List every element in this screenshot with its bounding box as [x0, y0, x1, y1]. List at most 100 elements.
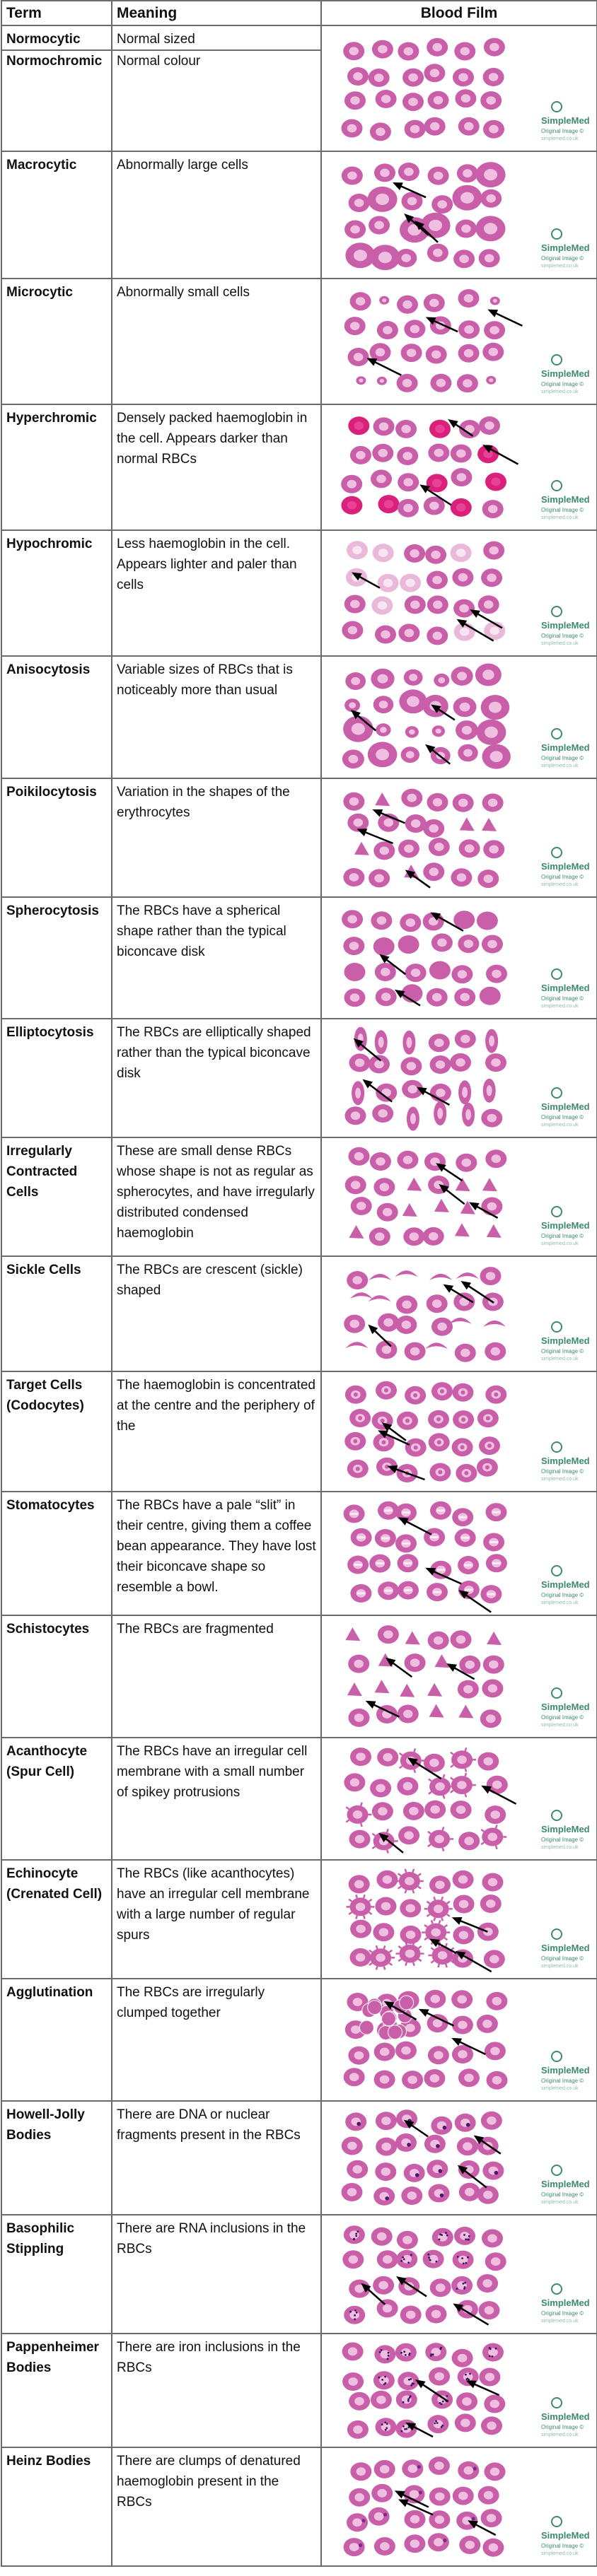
term-label: Poikilocytosis: [6, 785, 97, 800]
svg-text:simplemed.co.uk: simplemed.co.uk: [541, 1241, 579, 1246]
arrow-icon: [436, 1163, 463, 1182]
term-label: Sickle Cells: [6, 1263, 81, 1277]
svg-text:SimpleMed: SimpleMed: [541, 2179, 590, 2189]
term-cell: Macrocytic: [1, 151, 112, 279]
meaning-text: The RBCs are fragmented: [117, 1622, 274, 1637]
term-cell: Echinocyte (Crenated Cell): [1, 1859, 112, 1979]
svg-text:SimpleMed: SimpleMed: [541, 2297, 590, 2308]
arrow-icon: [443, 1284, 474, 1304]
svg-text:SimpleMed: SimpleMed: [541, 1702, 590, 1712]
meaning-cell: Abnormally large cells: [111, 151, 322, 279]
arrow-icon: [429, 1938, 457, 1955]
svg-text:Original Image ©: Original Image ©: [541, 2310, 584, 2317]
term-cell: Stomatocytes: [1, 1491, 112, 1616]
term-label: Hypochromic: [6, 537, 93, 551]
svg-text:simplemed.co.uk: simplemed.co.uk: [541, 2086, 579, 2091]
header-row: Term Meaning Blood Film: [1, 0, 597, 26]
arrow-icon: [460, 1280, 494, 1304]
term-cell: Poikilocytosis: [1, 778, 112, 898]
arrow-icon: [350, 710, 377, 732]
meaning-cell: The RBCs are irregularly clumped togethe…: [111, 1978, 322, 2102]
meaning-cell: The haemoglobin is concentrated at the c…: [111, 1371, 322, 1492]
meaning-cell: The RBCs have a spherical shape rather t…: [111, 896, 322, 1019]
svg-text:SimpleMed: SimpleMed: [541, 2065, 590, 2076]
svg-text:simplemed.co.uk: simplemed.co.uk: [541, 1357, 579, 1362]
meaning-cell: There are RNA inclusions in the RBCs: [111, 2214, 322, 2334]
term-label: Anisocytosis: [6, 662, 91, 677]
blood-film-header: Blood Film: [320, 0, 597, 26]
arrow-icon: [393, 182, 427, 199]
term-header: Term: [1, 0, 112, 26]
arrow-icon: [394, 2490, 429, 2508]
svg-text:SimpleMed: SimpleMed: [541, 620, 590, 631]
arrow-icon: [465, 2380, 500, 2396]
meaning-cell: The RBCs are elliptically shaped rather …: [111, 1018, 322, 1138]
svg-text:SimpleMed: SimpleMed: [541, 368, 590, 379]
svg-text:SimpleMed: SimpleMed: [541, 1456, 590, 1466]
svg-text:simplemed.co.uk: simplemed.co.uk: [541, 136, 579, 141]
term-cell: Spherocytosis: [1, 896, 112, 1019]
svg-text:simplemed.co.uk: simplemed.co.uk: [541, 1964, 579, 1969]
svg-text:simplemed.co.uk: simplemed.co.uk: [541, 1477, 579, 1482]
term-cell: Elliptocytosis: [1, 1018, 112, 1138]
term-cell: Target Cells (Codocytes): [1, 1371, 112, 1492]
svg-text:Original Image ©: Original Image ©: [541, 2078, 584, 2084]
term-cell: Anisocytosis: [1, 655, 112, 779]
svg-text:simplemed.co.uk: simplemed.co.uk: [541, 1723, 579, 1728]
svg-text:SimpleMed: SimpleMed: [541, 1101, 590, 1112]
meaning-text: Abnormally small cells: [117, 285, 250, 300]
arrow-icon: [473, 2135, 502, 2155]
svg-text:SimpleMed: SimpleMed: [541, 983, 590, 993]
meaning-text: The haemoglobin is concentrated at the c…: [117, 1378, 315, 1434]
meaning-header: Meaning: [111, 0, 322, 26]
arrow-icon: [482, 445, 519, 465]
term-cell: Hyperchromic: [1, 404, 112, 531]
arrow-icon: [353, 1038, 382, 1062]
term-cell: Schistocytes: [1, 1615, 112, 1738]
arrow-icon: [398, 2499, 434, 2516]
arrow-icon: [378, 1833, 404, 1854]
arrow-icon: [378, 1430, 410, 1446]
svg-text:Original Image ©: Original Image ©: [541, 633, 584, 639]
svg-text:simplemed.co.uk: simplemed.co.uk: [541, 2200, 579, 2205]
meaning-text: There are DNA or nuclear fragments prese…: [117, 2107, 301, 2143]
arrow-icon: [451, 1917, 488, 1933]
term-label: Pappenheimer Bodies: [6, 2340, 99, 2375]
svg-text:Original Image ©: Original Image ©: [541, 1714, 584, 1721]
arrow-icon: [365, 1700, 400, 1718]
meaning-cell: Variable sizes of RBCs that is noticeabl…: [111, 655, 322, 779]
arrow-icon: [396, 2276, 427, 2297]
arrow-icon: [357, 829, 394, 845]
term-label: Normocytic: [6, 32, 81, 47]
term-label: Heinz Bodies: [6, 2454, 91, 2469]
svg-text:simplemed.co.uk: simplemed.co.uk: [541, 515, 579, 520]
